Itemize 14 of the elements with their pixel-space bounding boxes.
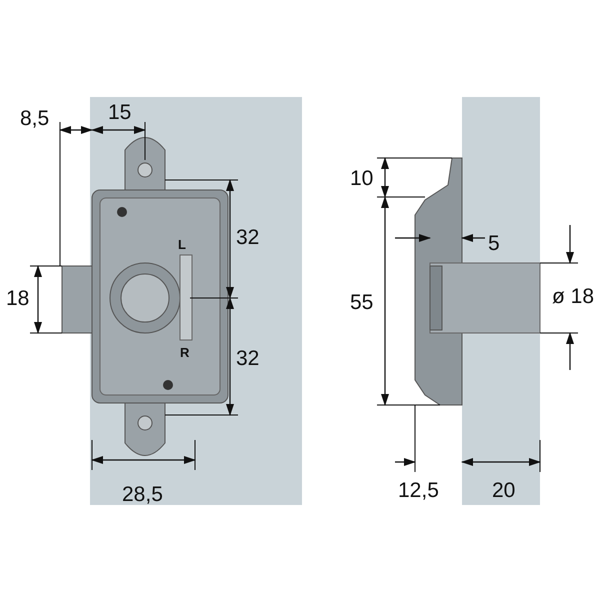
dimension-label: 28,5: [122, 484, 163, 505]
dimension-label: 55: [350, 292, 374, 313]
dimension-label: 32: [236, 227, 260, 248]
letter-mark: L: [178, 238, 186, 251]
dimension-label: ø 18: [552, 286, 594, 307]
dimension-label: 15: [108, 102, 132, 123]
dimension-label: 32: [236, 348, 260, 369]
dimension-label: 5: [488, 233, 500, 254]
dimension-label: 10: [350, 168, 374, 189]
dimension-label: 18: [6, 288, 30, 309]
dimension-label: 20: [492, 480, 516, 501]
letter-mark: R: [180, 346, 190, 359]
dimension-label: 8,5: [20, 108, 50, 129]
dimension-label: 12,5: [398, 480, 439, 501]
